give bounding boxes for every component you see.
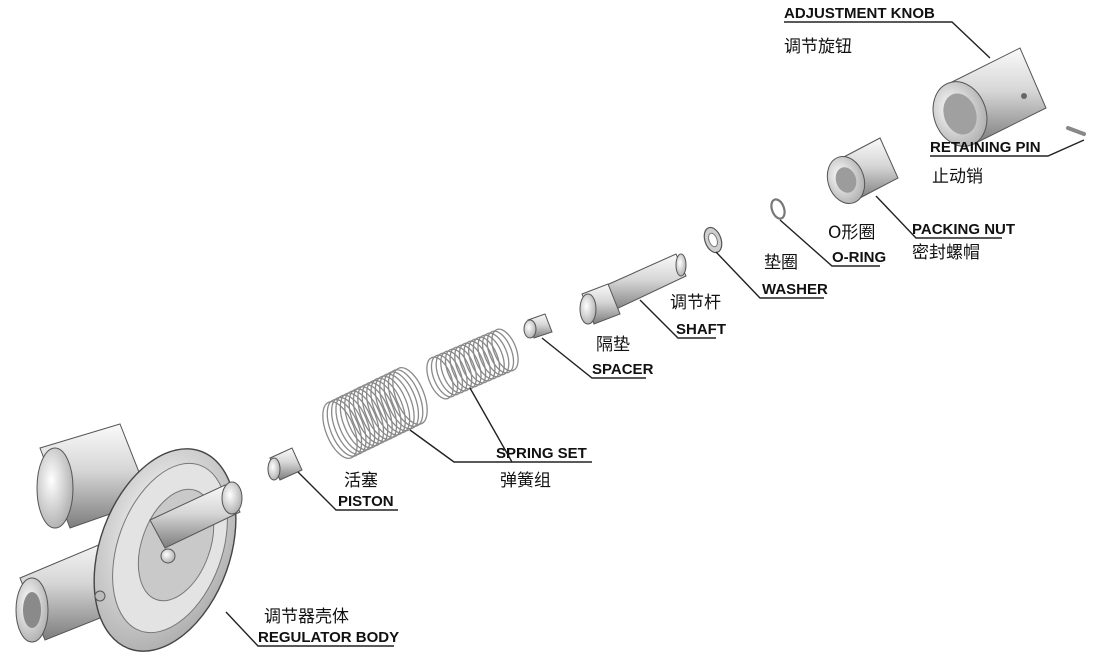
adjustment-knob-part	[932, 47, 1047, 147]
large-spring-coil	[348, 388, 385, 447]
packing-nut-part	[826, 137, 899, 204]
label-spacer-en: SPACER	[592, 361, 654, 378]
small-spring-coil	[449, 346, 477, 390]
large-spring-coil	[326, 398, 363, 457]
small-spring-coil	[477, 334, 505, 378]
large-spring-coil	[379, 373, 415, 432]
small-spring-coil	[426, 356, 454, 400]
large-spring-coil	[330, 396, 367, 455]
label-shaft-en: SHAFT	[676, 321, 726, 338]
large-spring-coil	[383, 371, 420, 430]
large-spring-coil	[339, 392, 376, 451]
large-spring-coil	[344, 390, 380, 449]
label-piston-en: PISTON	[338, 493, 394, 510]
leader-spacer	[541, 337, 646, 379]
large-spring-coil	[352, 386, 389, 445]
small-spring-coil	[430, 354, 459, 398]
label-adjustment-knob-cn: 调节旋钮	[784, 37, 852, 57]
large-spring-coil	[357, 384, 393, 442]
label-regulator-body-en: REGULATOR BODY	[258, 629, 399, 646]
large-spring-coil	[392, 367, 428, 425]
leader-adjustment-knob	[784, 21, 991, 59]
small-spring-coil	[440, 350, 468, 394]
small-spring-coil	[458, 342, 487, 386]
label-retaining-pin-en: RETAINING PIN	[930, 139, 1041, 156]
small-spring-coil	[481, 332, 510, 376]
leader-retaining-pin	[930, 139, 1085, 157]
large-spring-coil	[365, 379, 402, 438]
leader-washer	[715, 251, 824, 299]
label-spacer-cn: 隔垫	[596, 335, 630, 355]
leader-regulator-body	[225, 611, 394, 647]
small-spring-coil	[463, 340, 491, 384]
label-washer-en: WASHER	[762, 281, 828, 298]
retaining-pin-part	[1066, 126, 1086, 136]
label-retaining-pin-cn: 止动销	[932, 167, 983, 187]
o-ring-part	[770, 198, 786, 220]
washer-part	[703, 226, 723, 254]
labels: ADJUSTMENT KNOB 调节旋钮 RETAINING PIN 止动销 P…	[258, 5, 1041, 646]
small-spring-coil	[468, 338, 496, 382]
leader-shaft	[639, 299, 716, 339]
label-spring-set-en: SPRING SET	[496, 445, 587, 462]
leader-spring-set-2	[409, 429, 512, 463]
label-packing-nut-cn: 密封螺帽	[912, 243, 980, 263]
label-spring-set-cn: 弹簧组	[500, 471, 551, 491]
leader-packing-nut	[875, 195, 1002, 239]
label-regulator-body-cn: 调节器壳体	[264, 607, 349, 627]
large-spring-coil	[335, 394, 371, 453]
leader-o-ring	[779, 219, 880, 267]
small-spring-coil	[472, 336, 501, 380]
spring-set-part	[322, 328, 519, 459]
label-adjustment-knob-en: ADJUSTMENT KNOB	[784, 5, 935, 22]
label-packing-nut-en: PACKING NUT	[912, 221, 1015, 238]
small-spring-coil	[491, 328, 519, 372]
large-spring-coil	[361, 381, 398, 440]
leader-lines	[225, 21, 1085, 647]
shaft-part	[579, 253, 687, 325]
label-o-ring-cn: O形圈	[828, 223, 875, 243]
piston-part	[267, 447, 303, 481]
small-spring-coil	[435, 352, 464, 396]
large-spring-coil	[322, 401, 358, 459]
label-piston-cn: 活塞	[344, 471, 378, 491]
label-washer-cn: 垫圈	[764, 253, 798, 273]
label-shaft-cn: 调节杆	[670, 293, 721, 313]
small-spring-coil	[454, 344, 482, 388]
small-spring-coil	[486, 330, 515, 374]
spacer-part	[523, 313, 553, 339]
label-o-ring-en: O-RING	[832, 249, 886, 266]
large-spring-coil	[387, 369, 424, 428]
large-spring-coil	[370, 377, 406, 436]
large-spring-coil	[374, 375, 411, 434]
regulator-body-part	[15, 423, 243, 652]
leader-piston	[297, 471, 398, 511]
small-spring-coil	[444, 348, 473, 392]
